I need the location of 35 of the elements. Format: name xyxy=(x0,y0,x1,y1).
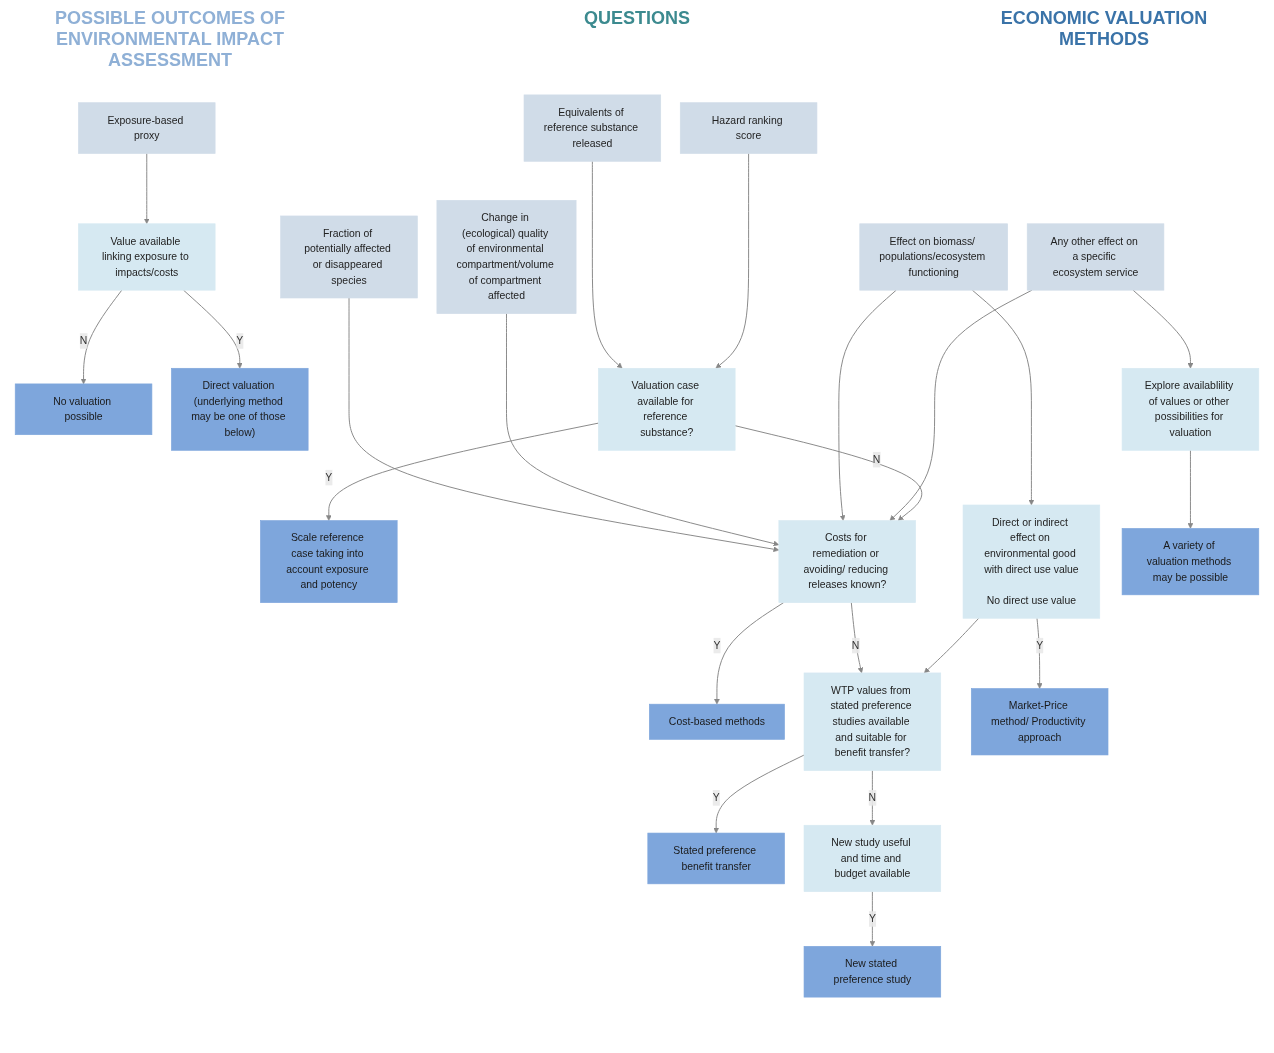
node-box: Explore availablility of values or other possibilities for valuation xyxy=(1121,367,1260,451)
node-box: Any other effect on a specific ecosystem service xyxy=(1026,223,1165,291)
edge-label: N xyxy=(872,453,881,465)
node-box: A variety of valuation methods may be possible xyxy=(1121,528,1260,596)
node-box: New stated preference study xyxy=(803,946,942,998)
edge-label: N xyxy=(79,335,88,347)
node-box: Hazard ranking score xyxy=(679,102,818,154)
edge-label: Y xyxy=(868,913,876,925)
edge-label: N xyxy=(851,639,860,651)
node-box: Effect on biomass/ populations/ecosystem functioning xyxy=(859,223,1008,291)
edge-label: Y xyxy=(712,792,720,804)
node-box: Value available linking exposure to impacts/costs xyxy=(78,223,216,291)
edge-label: Y xyxy=(325,471,333,483)
edge-label: Y xyxy=(1036,639,1044,651)
node-box: Direct valuation (underlying method may be one of those below) xyxy=(171,367,309,451)
edge-label: Y xyxy=(713,639,721,651)
node-box: Scale reference case taking into account exposure and potency xyxy=(260,520,398,603)
column-heading: ECONOMIC VALUATION METHODS xyxy=(999,8,1209,51)
node-box: Stated preference benefit transfer xyxy=(647,832,785,885)
node-box: Fraction of potentially affected or disappeared species xyxy=(280,215,418,299)
column-heading: QUESTIONS xyxy=(583,8,691,30)
node-box: New study useful and time and budget available xyxy=(803,824,942,892)
edge-label: N xyxy=(868,792,877,804)
node-box: WTP values from stated preference studies available and suitable for benefit transfer? xyxy=(803,672,942,771)
node-box: Direct or indirect effect on environmental good with direct use value No direct use value xyxy=(962,504,1101,619)
node-box: Exposure-based proxy xyxy=(78,102,216,154)
node-box: Market-Price method/ Productivity approach xyxy=(971,688,1109,756)
edge-label: Y xyxy=(236,335,244,347)
node-box: Equivalents of reference substance released xyxy=(523,94,662,162)
node-box: No valuation possible xyxy=(14,383,153,435)
node-box: Change in (ecological) quality of environmental compartment/volume of compartment affected xyxy=(436,200,577,314)
node-box: Costs for remediation or avoiding/ reducing releases known? xyxy=(778,520,916,603)
node-box: Valuation case available for reference substance? xyxy=(598,367,736,451)
node-box: Cost-based methods xyxy=(649,703,785,740)
column-heading: POSSIBLE OUTCOMES OF ENVIRONMENTAL IMPACT ASSESSMENT xyxy=(54,8,286,71)
